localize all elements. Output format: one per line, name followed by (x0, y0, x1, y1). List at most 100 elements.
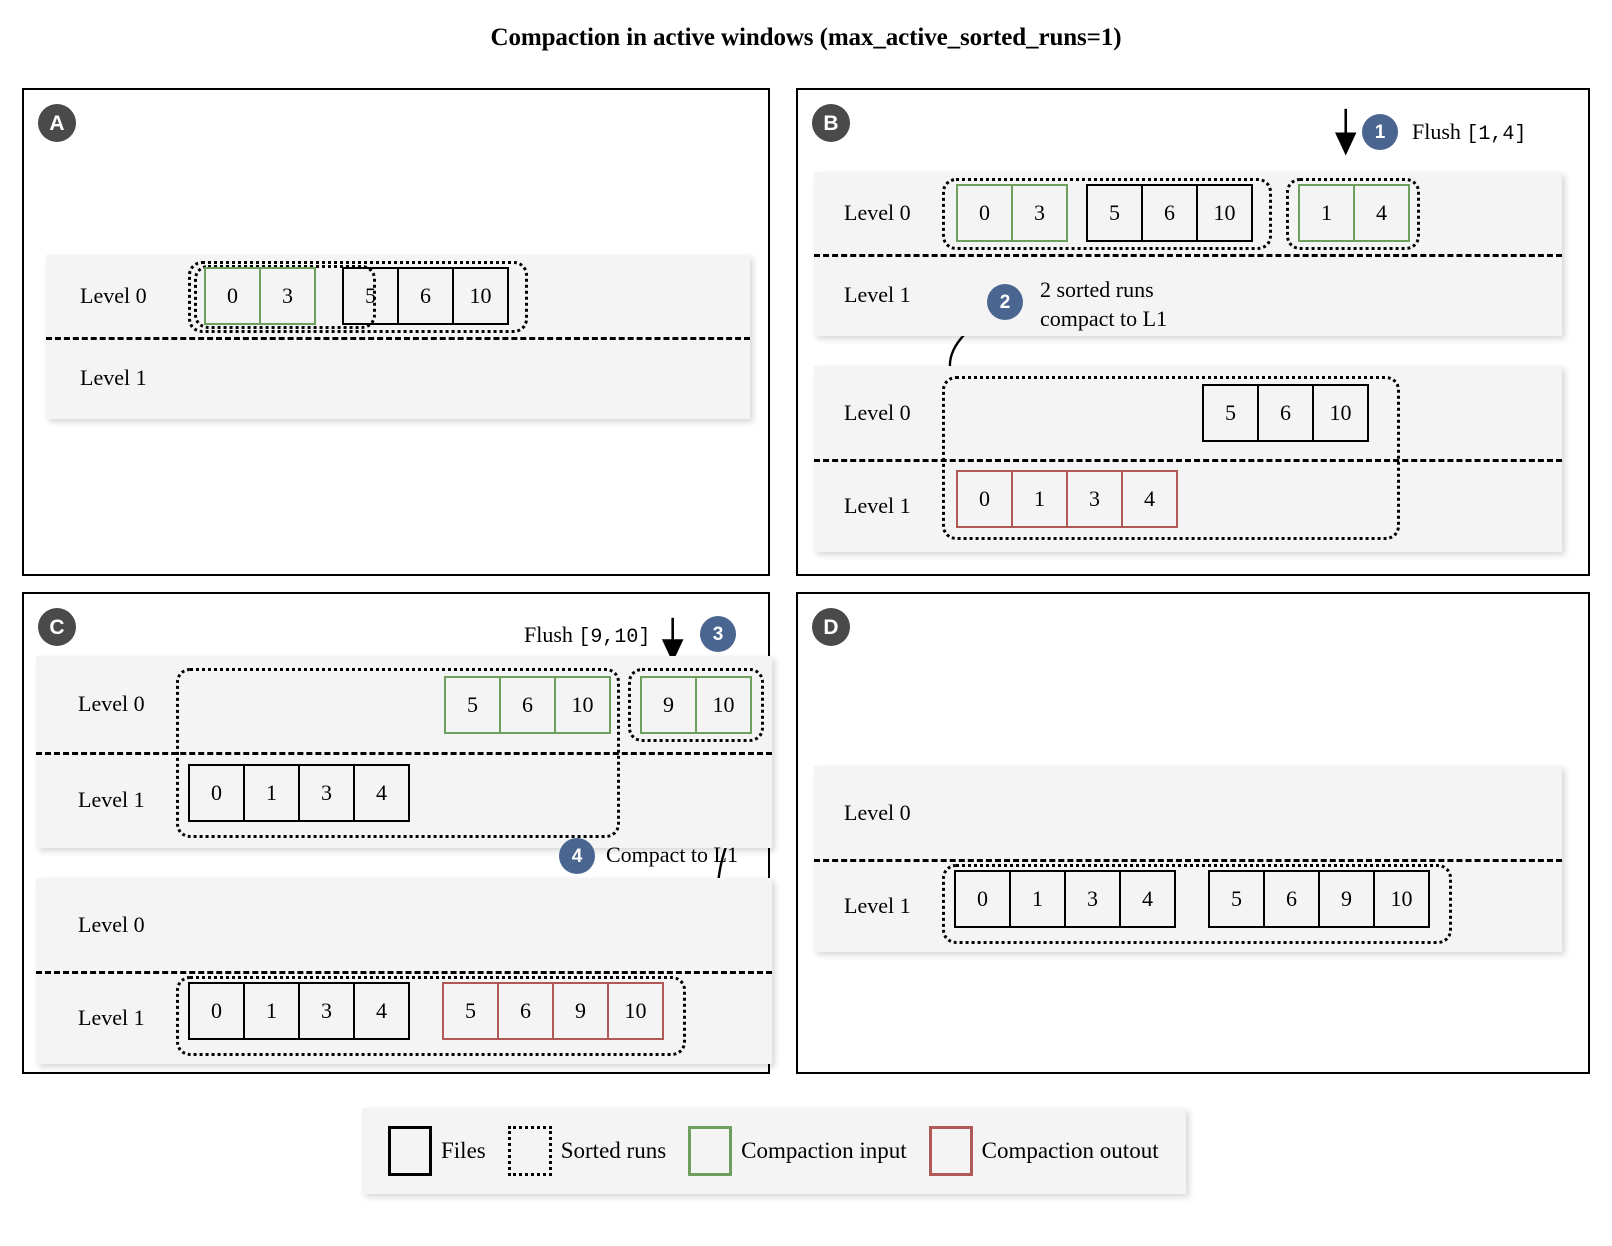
file-group: 5 6 10 (444, 676, 611, 734)
level-0-label: Level 0 (844, 399, 911, 425)
file-group: 5 6 10 (1086, 184, 1253, 242)
compaction-output-swatch-icon (928, 1126, 973, 1176)
file-box: 0 (204, 267, 261, 325)
level-1-row: Level 1 (814, 254, 1562, 336)
file-box: 3 (1066, 470, 1123, 528)
level-0-label: Level 0 (844, 200, 911, 225)
file-box: 10 (452, 267, 509, 325)
file-box: 5 (444, 676, 501, 734)
panel-a: A Level 0 Level 1 0 3 5 6 10 (22, 88, 770, 576)
file-box: 6 (499, 676, 556, 734)
compaction-input-swatch-icon (688, 1126, 733, 1176)
step-badge-1: 1 (1362, 114, 1398, 150)
level-divider (814, 459, 1562, 462)
level-1-label: Level 1 (844, 492, 911, 518)
file-box: 10 (1312, 384, 1369, 442)
step-2-line-1: 2 sorted runs (1040, 277, 1154, 302)
level-0-label: Level 0 (80, 283, 147, 308)
file-box: 0 (188, 764, 245, 822)
sorted-runs-swatch-icon (507, 1126, 552, 1176)
file-box: 1 (1298, 184, 1355, 242)
file-box: 10 (1196, 184, 1253, 242)
panel-letter-badge: A (38, 104, 76, 142)
file-box: 3 (1011, 184, 1068, 242)
file-box: 4 (1353, 184, 1410, 242)
file-box: 0 (188, 982, 245, 1040)
file-box: 3 (259, 267, 316, 325)
file-box: 4 (1119, 870, 1176, 928)
level-1-row: Level 1 (36, 752, 772, 848)
legend-item-compaction-output: Compaction outout (928, 1126, 1159, 1176)
file-box: 10 (607, 982, 664, 1040)
flush-annotation: Flush [1,4] (1412, 117, 1526, 148)
step-badge-4: 4 (559, 838, 595, 874)
file-box: 6 (1263, 870, 1320, 928)
file-box: 0 (956, 470, 1013, 528)
file-box: 10 (695, 676, 752, 734)
level-0-label: Level 0 (78, 911, 145, 937)
page-title: Compaction in active windows (max_active… (490, 24, 1122, 51)
legend-label: Files (441, 1138, 486, 1163)
level-1-row: Level 1 (46, 337, 750, 419)
file-group: 5 6 10 (1202, 384, 1369, 442)
level-0-row: Level 0 (36, 878, 772, 971)
file-box: 1 (243, 982, 300, 1040)
file-box: 9 (552, 982, 609, 1040)
file-box: 5 (1202, 384, 1259, 442)
file-box: 1 (1009, 870, 1066, 928)
file-group: 0 1 3 4 (188, 982, 410, 1040)
files-swatch-icon (388, 1126, 432, 1176)
file-box: 5 (442, 982, 499, 1040)
file-box: 6 (1141, 184, 1198, 242)
level-1-row: Level 1 (814, 459, 1562, 552)
panel-b-state-1: Level 0 Level 1 0 3 5 6 10 1 4 (814, 172, 1562, 336)
flush-label: Flush (1412, 119, 1461, 144)
panel-b: B 1 Flush [1,4] Level 0 Level 1 0 (796, 88, 1590, 576)
panel-letter-badge: B (812, 104, 850, 142)
level-0-row: Level 0 (814, 172, 1562, 254)
flush-annotation: Flush [9,10] (524, 620, 650, 651)
file-box: 10 (1373, 870, 1430, 928)
panel-c: C 3 Flush [9,10] Level 0 Level 1 5 6 (22, 592, 772, 1074)
level-1-label: Level 1 (80, 365, 147, 390)
file-group: 0 3 (204, 267, 316, 325)
file-group: 5 6 9 10 (442, 982, 664, 1040)
level-0-row: Level 0 (814, 766, 1562, 859)
file-box: 5 (342, 267, 399, 325)
level-1-label: Level 1 (844, 892, 911, 918)
file-box: 3 (298, 764, 355, 822)
file-box: 0 (954, 870, 1011, 928)
level-1-row: Level 1 (814, 859, 1562, 952)
file-group: 0 1 3 4 (956, 470, 1178, 528)
legend: Files Sorted runs Compaction input Compa… (362, 1108, 1186, 1194)
level-1-label: Level 1 (844, 282, 911, 307)
panel-d-state-1: Level 0 Level 1 0 1 3 4 5 6 9 10 (814, 766, 1562, 952)
level-divider (46, 337, 750, 340)
step-2-annotation: 2 sorted runs compact to L1 (1040, 275, 1167, 333)
file-box: 6 (397, 267, 454, 325)
file-box: 4 (353, 982, 410, 1040)
file-group: 9 10 (640, 676, 752, 734)
flush-range: [1,4] (1466, 123, 1527, 146)
file-box: 4 (1121, 470, 1178, 528)
panel-d: D Level 0 Level 1 0 1 3 4 5 6 9 10 (796, 592, 1590, 1074)
level-0-label: Level 0 (844, 799, 911, 825)
legend-label: Compaction outout (981, 1138, 1159, 1163)
step-badge-3: 3 (700, 616, 736, 652)
level-1-label: Level 1 (78, 1004, 145, 1030)
file-group: 5 6 10 (342, 267, 509, 325)
file-group: 1 4 (1298, 184, 1410, 242)
legend-label: Compaction input (741, 1138, 907, 1163)
legend-label: Sorted runs (560, 1138, 667, 1163)
file-box: 4 (353, 764, 410, 822)
legend-item-files: Files (388, 1126, 486, 1176)
file-box: 9 (640, 676, 697, 734)
file-box: 1 (243, 764, 300, 822)
panel-c-state-2: Level 0 Level 1 0 1 3 4 5 6 9 10 (36, 878, 772, 1064)
level-1-label: Level 1 (78, 787, 145, 812)
level-0-row: Level 0 (36, 656, 772, 752)
file-group: 0 3 (956, 184, 1068, 242)
level-0-label: Level 0 (78, 691, 145, 716)
file-group: 5 6 9 10 (1208, 870, 1430, 928)
step-badge-2: 2 (987, 284, 1023, 320)
